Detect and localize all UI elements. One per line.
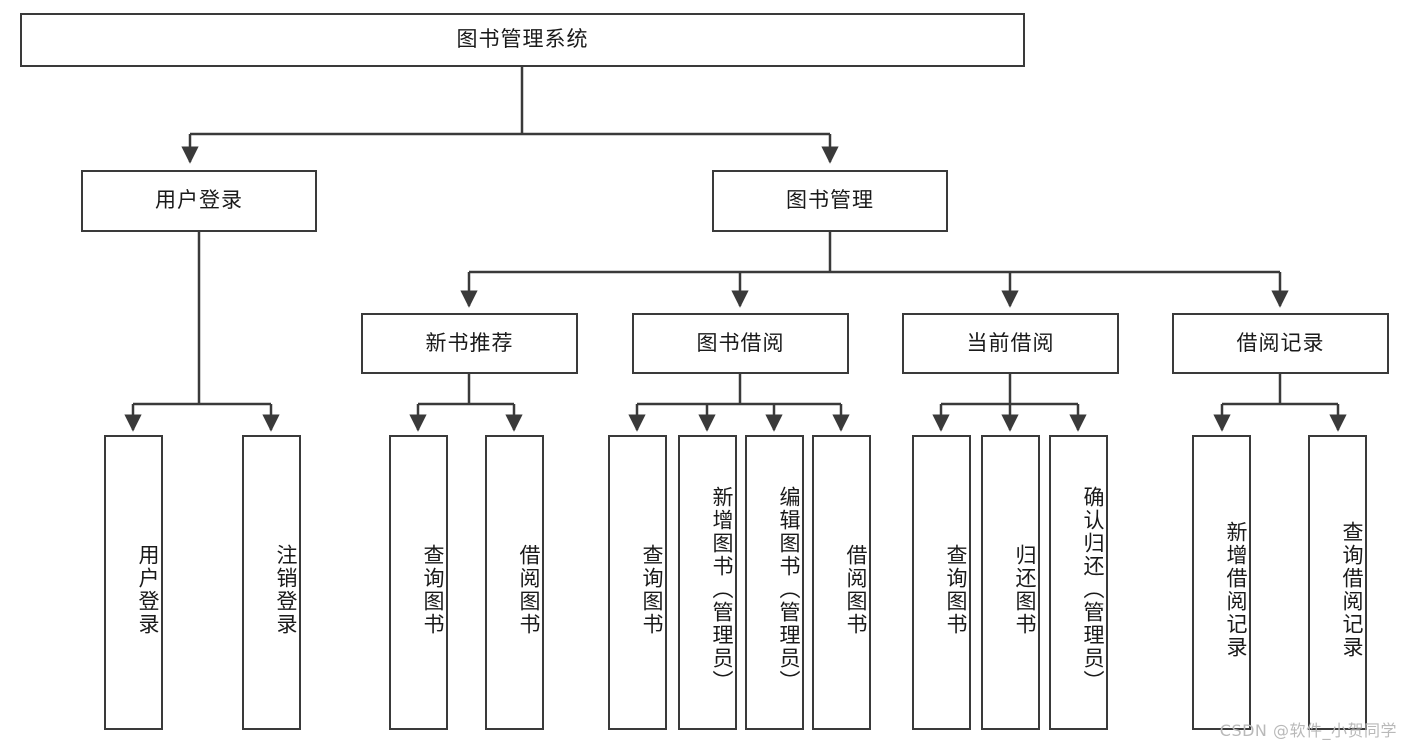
node-label: 确认归还（管理员）	[1081, 486, 1105, 693]
node-root-book-management-system[interactable]: 图书管理系统	[20, 13, 1025, 67]
node-label: 借阅记录	[1236, 330, 1325, 355]
node-leaf-add-borrow-record[interactable]: 新增借阅记录	[1192, 435, 1251, 730]
node-leaf-borrow-query-book[interactable]: 查询图书	[608, 435, 667, 730]
node-leaf-return-book[interactable]: 归还图书	[981, 435, 1040, 730]
node-leaf-user-login[interactable]: 用户登录	[104, 435, 163, 730]
node-current-borrow[interactable]: 当前借阅	[902, 313, 1119, 374]
node-leaf-borrow-book[interactable]: 借阅图书	[812, 435, 871, 730]
node-label: 查询图书	[421, 543, 445, 636]
node-label: 注销登录	[274, 543, 298, 636]
node-label: 归还图书	[1013, 543, 1037, 636]
node-label: 查询图书	[640, 543, 664, 636]
node-label: 借阅图书	[517, 543, 541, 636]
node-leaf-logout[interactable]: 注销登录	[242, 435, 301, 730]
node-label: 新增借阅记录	[1224, 520, 1248, 659]
node-label: 新书推荐	[425, 330, 514, 355]
node-borrow-records[interactable]: 借阅记录	[1172, 313, 1389, 374]
node-leaf-add-book-admin[interactable]: 新增图书（管理员）	[678, 435, 737, 730]
node-leaf-recommend-borrow-book[interactable]: 借阅图书	[485, 435, 544, 730]
node-label: 图书管理	[786, 188, 874, 213]
node-leaf-current-query-book[interactable]: 查询图书	[912, 435, 971, 730]
node-leaf-confirm-return-admin[interactable]: 确认归还（管理员）	[1049, 435, 1108, 730]
node-label: 新增图书（管理员）	[710, 486, 734, 693]
node-label: 当前借阅	[966, 330, 1055, 355]
node-label: 查询图书	[944, 543, 968, 636]
node-leaf-edit-book-admin[interactable]: 编辑图书（管理员）	[745, 435, 804, 730]
node-new-book-recommend[interactable]: 新书推荐	[361, 313, 578, 374]
node-label: 图书借阅	[696, 330, 785, 355]
node-leaf-query-borrow-record[interactable]: 查询借阅记录	[1308, 435, 1367, 730]
node-book-management[interactable]: 图书管理	[712, 170, 948, 232]
node-leaf-recommend-query-book[interactable]: 查询图书	[389, 435, 448, 730]
node-label: 借阅图书	[844, 543, 868, 636]
node-label: 图书管理系统	[456, 27, 589, 52]
node-book-borrow[interactable]: 图书借阅	[632, 313, 849, 374]
watermark-text: CSDN @软件_小贺同学	[1219, 721, 1397, 740]
node-label: 编辑图书（管理员）	[777, 486, 801, 693]
node-label: 用户登录	[136, 543, 160, 636]
node-label: 查询借阅记录	[1340, 520, 1364, 659]
node-user-login[interactable]: 用户登录	[81, 170, 317, 232]
node-label: 用户登录	[155, 188, 243, 213]
